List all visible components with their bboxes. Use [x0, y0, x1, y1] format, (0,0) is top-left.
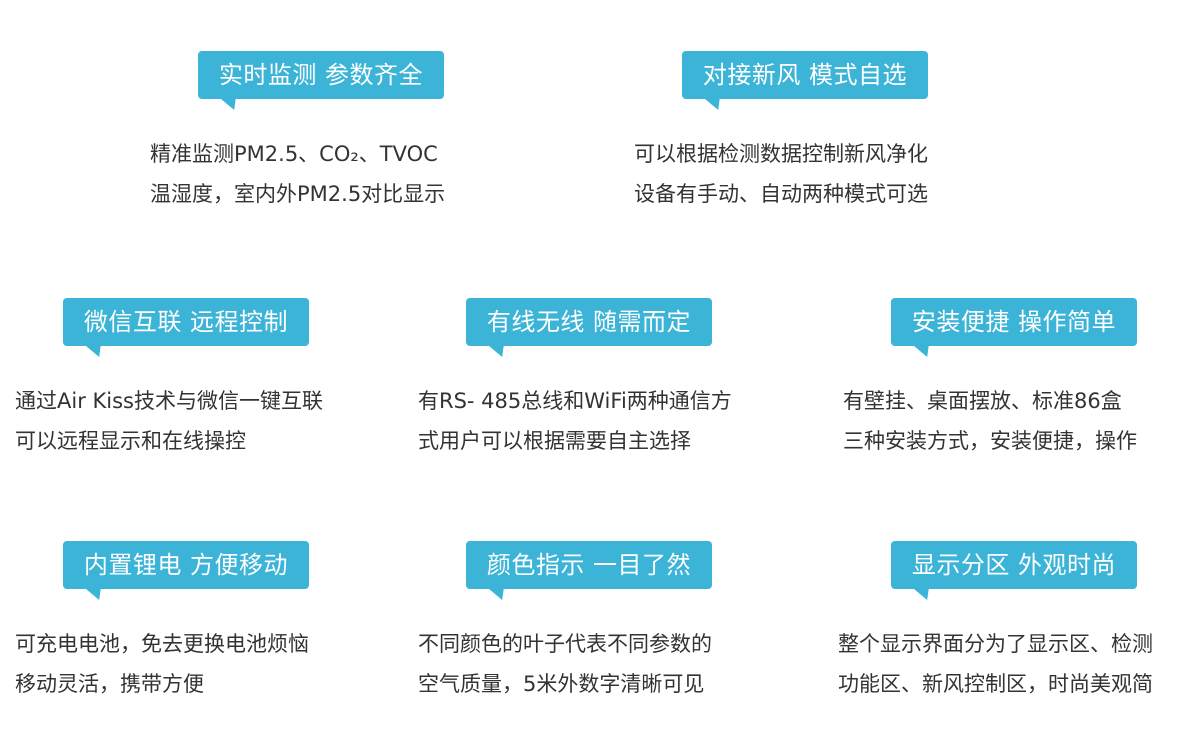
feature-desc-line: 不同颜色的叶子代表不同参数的: [418, 632, 712, 656]
feature-title-installation: 安装便捷 操作简单: [891, 298, 1137, 346]
feature-desc-realtime-monitoring: 精准监测PM2.5、CO₂、TVOC 温湿度，室内外PM2.5对比显示: [150, 134, 445, 214]
feature-title-display-zones: 显示分区 外观时尚: [891, 541, 1137, 589]
feature-desc-line: 三种安装方式，安装便捷，操作: [843, 429, 1137, 453]
feature-title-realtime-monitoring: 实时监测 参数齐全: [198, 51, 444, 99]
feature-desc-line: 设备有手动、自动两种模式可选: [634, 182, 928, 206]
feature-desc-line: 式用户可以根据需要自主选择: [418, 429, 691, 453]
feature-desc-line: 有RS- 485总线和WiFi两种通信方: [418, 389, 732, 413]
feature-desc-line: 有壁挂、桌面摆放、标准86盒: [843, 389, 1122, 413]
feature-title-wired-wireless: 有线无线 随需而定: [466, 298, 712, 346]
feature-title-color-indicator: 颜色指示 一目了然: [466, 541, 712, 589]
feature-desc-line: 功能区、新风控制区，时尚美观简: [838, 672, 1153, 696]
feature-desc-line: 可充电电池，免去更换电池烦恼: [15, 632, 309, 656]
feature-desc-line: 移动灵活，携带方便: [15, 672, 204, 696]
feature-desc-line: 可以远程显示和在线操控: [15, 429, 246, 453]
feature-title-wechat: 微信互联 远程控制: [63, 298, 309, 346]
feature-desc-battery: 可充电电池，免去更换电池烦恼 移动灵活，携带方便: [15, 624, 309, 704]
feature-desc-line: 温湿度，室内外PM2.5对比显示: [150, 182, 446, 206]
feature-desc-fresh-air: 可以根据检测数据控制新风净化 设备有手动、自动两种模式可选: [634, 134, 928, 214]
feature-desc-installation: 有壁挂、桌面摆放、标准86盒 三种安装方式，安装便捷，操作: [843, 381, 1137, 461]
feature-desc-line: 通过Air Kiss技术与微信一键互联: [15, 389, 323, 413]
feature-desc-display-zones: 整个显示界面分为了显示区、检测 功能区、新风控制区，时尚美观简: [838, 624, 1153, 704]
feature-desc-line: 可以根据检测数据控制新风净化: [634, 142, 928, 166]
feature-desc-line: 整个显示界面分为了显示区、检测: [838, 632, 1153, 656]
feature-desc-line: 空气质量，5米外数字清晰可见: [418, 672, 705, 696]
feature-desc-wechat: 通过Air Kiss技术与微信一键互联 可以远程显示和在线操控: [15, 381, 323, 461]
feature-desc-wired-wireless: 有RS- 485总线和WiFi两种通信方 式用户可以根据需要自主选择: [418, 381, 732, 461]
feature-desc-color-indicator: 不同颜色的叶子代表不同参数的 空气质量，5米外数字清晰可见: [418, 624, 712, 704]
feature-desc-line: 精准监测PM2.5、CO₂、TVOC: [150, 142, 438, 166]
feature-title-fresh-air: 对接新风 模式自选: [682, 51, 928, 99]
feature-title-battery: 内置锂电 方便移动: [63, 541, 309, 589]
